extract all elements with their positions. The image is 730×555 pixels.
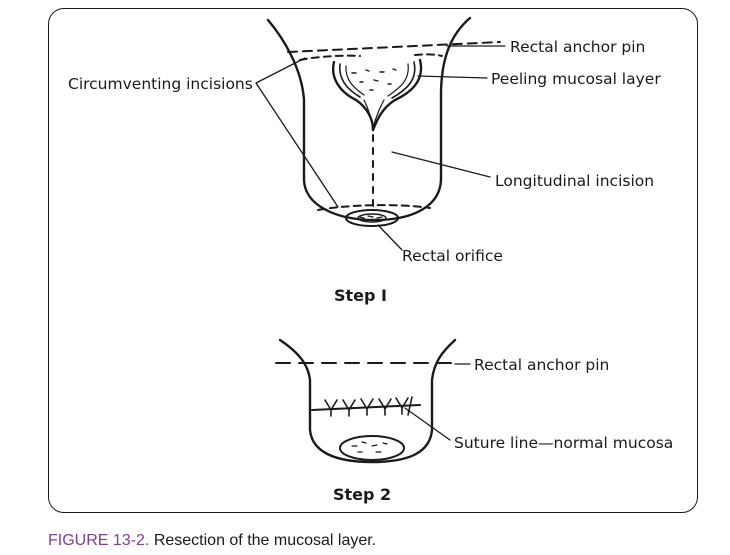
step2-title: Step 2 xyxy=(333,485,391,504)
figure-caption: FIGURE 13-2. Resection of the mucosal la… xyxy=(48,532,376,550)
label-rectal-orifice: Rectal orifice xyxy=(402,247,503,265)
figure-number: FIGURE 13-2. xyxy=(48,532,150,549)
step1-lower-incision xyxy=(317,204,431,211)
label-rectal-anchor-pin-2: Rectal anchor pin xyxy=(474,356,609,374)
step1-title: Step I xyxy=(334,286,387,305)
step1-leader-lines xyxy=(255,45,506,251)
step2-leader-lines xyxy=(404,363,471,441)
step2-rectal-wall xyxy=(278,338,457,464)
step1-rectal-wall xyxy=(266,16,472,222)
figure-frame xyxy=(48,8,698,513)
label-rectal-anchor-pin-1: Rectal anchor pin xyxy=(510,38,645,56)
label-peeling-mucosal-layer: Peeling mucosal layer xyxy=(491,70,661,88)
label-circumventing-incisions: Circumventing incisions xyxy=(68,75,253,93)
step1-peeling-mucosa xyxy=(331,60,375,132)
label-suture-line: Suture line—normal mucosa xyxy=(454,434,673,452)
label-longitudinal-incision: Longitudinal incision xyxy=(495,172,654,190)
step1-rectum-drawing xyxy=(266,16,501,227)
step2-rectal-orifice xyxy=(339,435,405,461)
caption-text: Resection of the mucosal layer. xyxy=(153,532,377,549)
step2-rectum-drawing xyxy=(275,338,461,464)
step1-rectal-orifice xyxy=(345,209,399,227)
step1-anchor-pin xyxy=(287,41,501,53)
